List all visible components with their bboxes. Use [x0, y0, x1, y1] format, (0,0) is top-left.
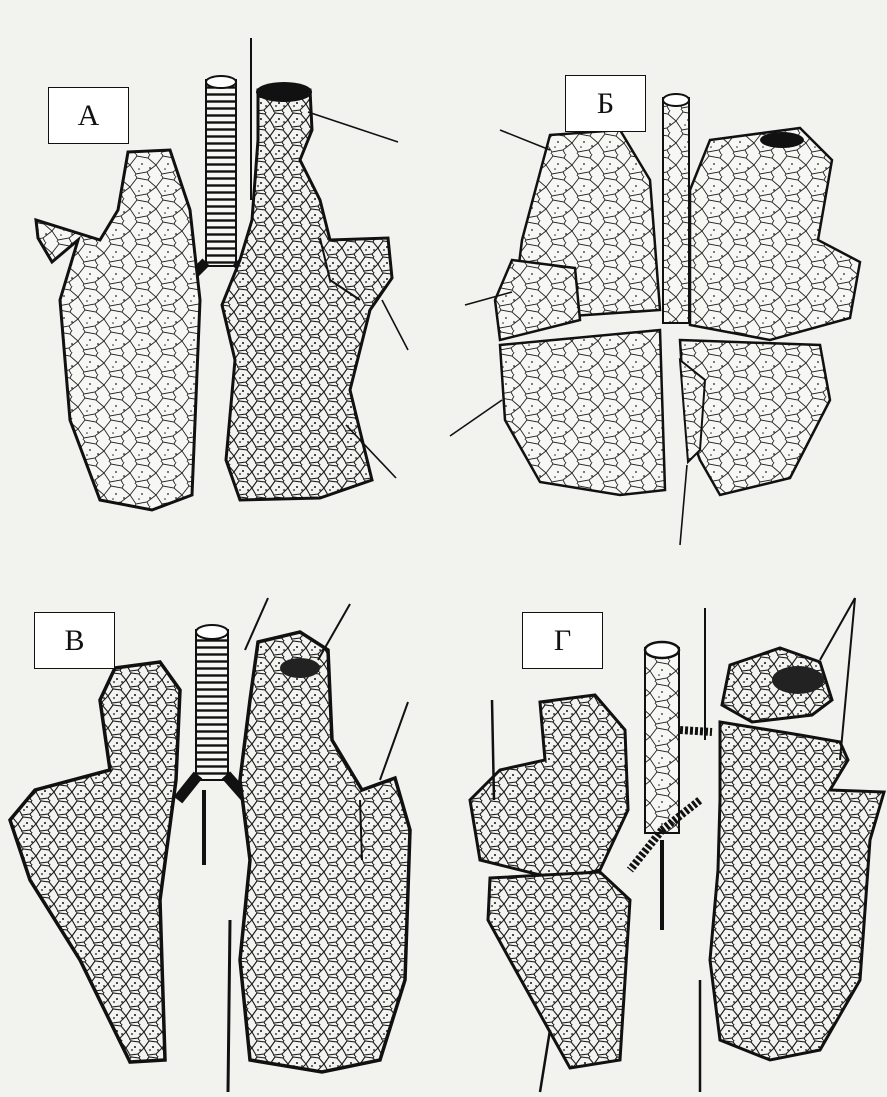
panel-label-c: В	[34, 612, 115, 669]
panel-label-d: Г	[522, 612, 603, 669]
panel-b-drawing	[450, 94, 860, 545]
panel-c-drawing	[10, 598, 410, 1092]
panel-label-b: Б	[565, 75, 646, 132]
panel-label-a: А	[48, 87, 129, 144]
panel-d-drawing	[470, 598, 884, 1092]
